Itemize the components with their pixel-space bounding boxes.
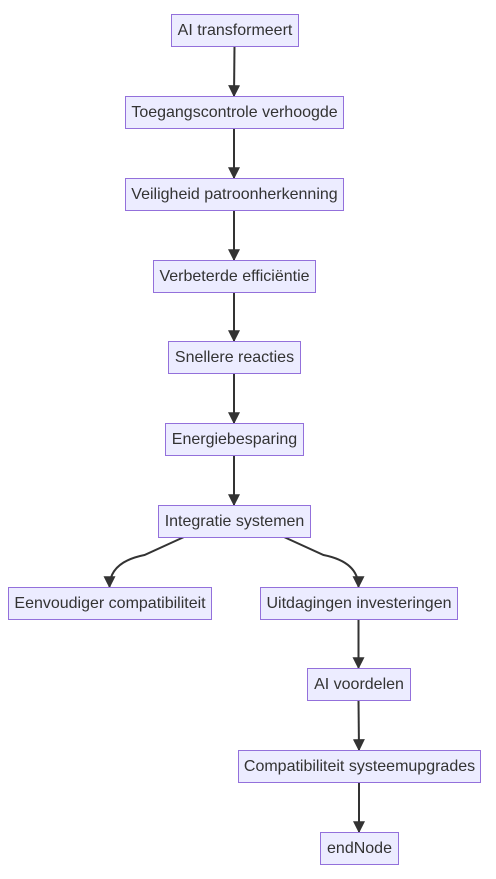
node-box	[238, 750, 481, 783]
node-label: AI voordelen	[314, 676, 404, 693]
flow-node-n6: Energiebesparing	[165, 423, 304, 456]
node-box	[320, 832, 399, 865]
edges-layer	[103, 45, 365, 834]
node-box	[158, 505, 311, 538]
edge-n1-n2	[228, 45, 241, 98]
edge-arrow	[103, 536, 185, 589]
edge-n10-n11	[352, 699, 365, 752]
node-label: Compatibiliteit systeemupgrades	[244, 758, 475, 775]
node-box	[168, 341, 301, 374]
flow-node-n5: Snellere reacties	[168, 341, 301, 374]
flow-node-n1: AI transformeert	[171, 14, 299, 47]
node-label: Uitdagingen investeringen	[266, 595, 451, 612]
node-label: Veiligheid patroonherkenning	[131, 186, 337, 203]
node-label: Eenvoudiger compatibiliteit	[14, 595, 206, 612]
flow-node-n7: Integratie systemen	[158, 505, 311, 538]
node-label: AI transformeert	[178, 22, 293, 39]
node-box	[125, 178, 344, 211]
edge-n7-n9	[283, 536, 365, 589]
node-box	[8, 587, 212, 620]
flow-node-n3: Veiligheid patroonherkenning	[125, 178, 344, 211]
flow-node-n12: endNode	[320, 832, 399, 865]
node-box	[307, 668, 411, 701]
flow-node-n4: Verbeterde efficiëntie	[153, 260, 316, 293]
node-box	[260, 587, 458, 620]
node-label: endNode	[327, 840, 392, 857]
flow-node-n8: Eenvoudiger compatibiliteit	[8, 587, 212, 620]
flow-node-n11: Compatibiliteit systeemupgrades	[238, 750, 481, 783]
edge-n7-n8	[103, 536, 185, 589]
edge-arrow	[283, 536, 365, 589]
node-box	[125, 96, 344, 129]
node-label: Toegangscontrole verhoogde	[131, 104, 337, 121]
edge-arrow	[352, 699, 365, 752]
node-box	[153, 260, 316, 293]
node-box	[171, 14, 299, 47]
node-label: Verbeterde efficiëntie	[159, 268, 309, 285]
node-box	[165, 423, 304, 456]
flow-node-n2: Toegangscontrole verhoogde	[125, 96, 344, 129]
node-label: Snellere reacties	[175, 349, 294, 366]
flow-node-n9: Uitdagingen investeringen	[260, 587, 458, 620]
node-label: Integratie systemen	[165, 513, 305, 530]
edge-arrow	[228, 45, 241, 98]
node-label: Energiebesparing	[172, 431, 297, 448]
flow-node-n10: AI voordelen	[307, 668, 411, 701]
